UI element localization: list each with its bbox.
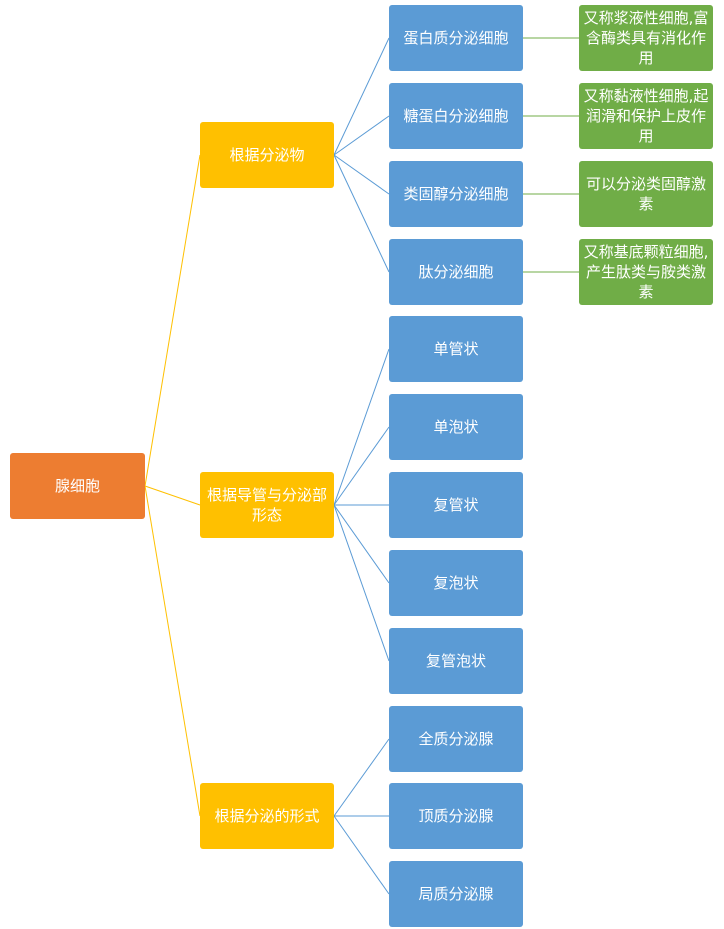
group-label: 根据导管与分泌部形态 xyxy=(206,486,327,524)
note-text: 又称基底颗粒细胞,产生肽类与胺类激素 xyxy=(583,243,709,301)
group-to-item-link xyxy=(333,348,390,506)
root-to-group-link xyxy=(144,154,201,487)
item-label: 单管状 xyxy=(433,340,479,358)
group-to-item-link xyxy=(333,815,390,895)
item-node: 类固醇分泌细胞 xyxy=(389,161,523,227)
item-node: 局质分泌腺 xyxy=(389,861,523,927)
note-node: 可以分泌类固醇激素 xyxy=(579,161,713,227)
item-label: 复管状 xyxy=(433,496,479,514)
group-to-item-link xyxy=(333,738,390,817)
item-node: 蛋白质分泌细胞 xyxy=(389,5,523,71)
item-label: 单泡状 xyxy=(433,418,479,436)
item-node: 糖蛋白分泌细胞 xyxy=(389,83,523,149)
root-to-group-link xyxy=(144,485,201,506)
group-to-item-link xyxy=(333,115,390,156)
item-node: 复管泡状 xyxy=(389,628,523,694)
root-links xyxy=(144,154,201,817)
item-node: 单泡状 xyxy=(389,394,523,460)
group-to-item-link xyxy=(333,504,390,584)
group-to-item-link xyxy=(333,504,390,662)
note-links xyxy=(523,37,579,273)
item-label: 糖蛋白分泌细胞 xyxy=(403,107,509,125)
group-node-by-duct-shape: 根据导管与分泌部形态 xyxy=(200,472,334,538)
item-label: 复泡状 xyxy=(433,574,479,592)
item-node: 全质分泌腺 xyxy=(389,706,523,772)
root-node: 腺细胞 xyxy=(10,453,145,519)
item-label: 复管泡状 xyxy=(425,652,486,670)
item-node: 顶质分泌腺 xyxy=(389,783,523,849)
note-text: 可以分泌类固醇激素 xyxy=(585,175,706,213)
group-label: 根据分泌物 xyxy=(229,146,305,164)
root-to-group-link xyxy=(144,485,201,817)
item-label: 全质分泌腺 xyxy=(418,730,494,748)
item-label: 顶质分泌腺 xyxy=(418,807,494,825)
group-to-item-link xyxy=(333,37,390,156)
note-node: 又称基底颗粒细胞,产生肽类与胺类激素 xyxy=(579,239,713,305)
item-label: 类固醇分泌细胞 xyxy=(403,185,509,203)
note-text: 又称浆液性细胞,富含酶类具有消化作用 xyxy=(583,9,709,67)
group-node-by-secretion-mode: 根据分泌的形式 xyxy=(200,783,334,849)
group-node-by-secretion: 根据分泌物 xyxy=(200,122,334,188)
item-node: 单管状 xyxy=(389,316,523,382)
item-label: 局质分泌腺 xyxy=(418,885,494,903)
item-label: 肽分泌细胞 xyxy=(418,263,494,281)
group-to-item-link xyxy=(333,154,390,273)
group-label: 根据分泌的形式 xyxy=(214,807,320,825)
root-label: 腺细胞 xyxy=(54,477,100,495)
group-to-item-link xyxy=(333,154,390,195)
item-label: 蛋白质分泌细胞 xyxy=(403,29,509,47)
group-to-item-link xyxy=(333,426,390,506)
item-node: 肽分泌细胞 xyxy=(389,239,523,305)
note-node: 又称浆液性细胞,富含酶类具有消化作用 xyxy=(579,5,713,71)
item-node: 复泡状 xyxy=(389,550,523,616)
child-links xyxy=(333,37,390,895)
item-node: 复管状 xyxy=(389,472,523,538)
note-node: 又称黏液性细胞,起润滑和保护上皮作用 xyxy=(579,83,713,149)
note-text: 又称黏液性细胞,起润滑和保护上皮作用 xyxy=(583,87,709,145)
